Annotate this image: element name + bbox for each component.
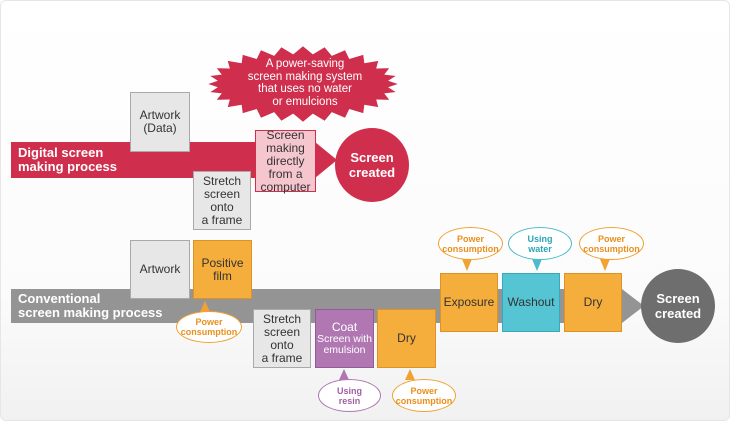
digital-screen-created-circle: Screen created [335,128,409,202]
power-consumption-callout-dry1: Power consumption [392,379,456,412]
callout-tail [462,259,472,271]
dry-box-1: Dry [377,309,436,368]
conventional-process-label: Conventional screen making process [18,291,163,320]
washout-box: Washout [502,273,560,332]
conventional-stretch-screen-box: Stretch screen onto a frame [253,309,311,368]
power-saving-burst-text: A power-saving screen making system that… [247,58,363,108]
conventional-process-arrowhead [622,289,644,323]
coat-screen-box: Coat Screen with emulsion [315,309,374,368]
using-resin-callout: Using resin [318,379,381,412]
power-saving-burst [201,43,405,125]
callout-tail [600,259,610,271]
power-consumption-callout-dry2: Power consumption [579,227,644,260]
digital-process-arrowhead [315,142,337,178]
using-water-callout: Using water [508,227,572,260]
digital-process-label: Digital screen making process [18,145,117,174]
conventional-artwork-box: Artwork [130,240,190,299]
callout-tail [200,301,210,312]
digital-artwork-box: Artwork (Data) [130,92,190,152]
conventional-screen-created-circle: Screen created [641,269,715,343]
callout-tail [532,259,542,271]
power-consumption-callout-positive: Power consumption [176,311,242,343]
coat-subtitle: Screen with emulsion [317,333,372,356]
coat-title: Coat [331,320,358,334]
callout-tail [339,369,349,380]
dry-box-2: Dry [564,273,622,332]
digital-stretch-screen-box: Stretch screen onto a frame [193,171,251,230]
digital-screen-making-box: Screen making directly from a computer [255,128,316,193]
exposure-box: Exposure [440,273,498,332]
power-consumption-callout-exposure: Power consumption [438,227,503,260]
callout-tail [405,369,415,380]
positive-film-box: Positive film [193,240,252,299]
